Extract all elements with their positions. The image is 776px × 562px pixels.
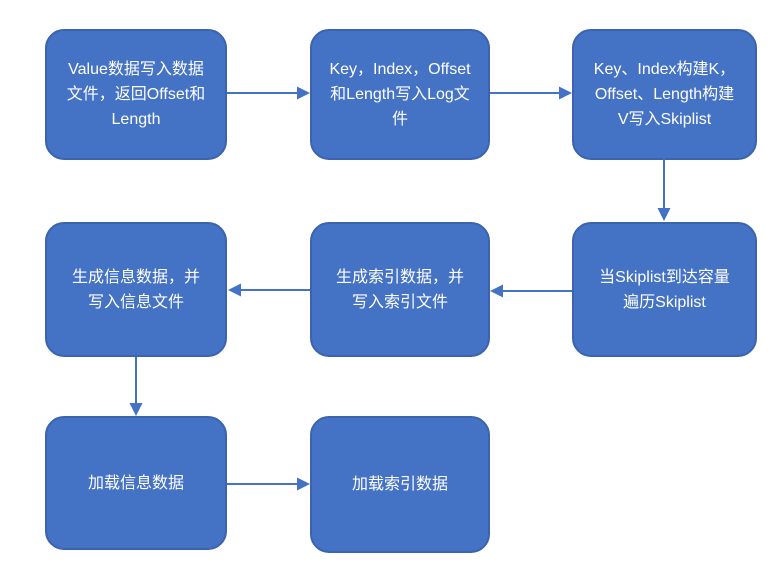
node-text-line: 加载信息数据 xyxy=(87,474,184,492)
arrow-node6-to-node7 xyxy=(129,357,143,416)
node-text-line: Offset、Length构建 xyxy=(594,86,735,103)
node-text-line: 和Length写入Log文 xyxy=(330,86,470,103)
flow-node-generate-index-data: 生成索引数据，并 写入索引文件 xyxy=(310,222,490,357)
node-text-line: 生成信息数据，并 xyxy=(71,268,200,286)
node-text-line: V写入Skiplist xyxy=(617,111,712,128)
node-text-line: 写入索引文件 xyxy=(351,293,448,311)
arrow-node1-to-node2 xyxy=(227,86,310,100)
flow-node-skiplist-capacity-traverse: 当Skiplist到达容量 遍历Skiplist xyxy=(572,222,757,357)
node-text-line: 生成索引数据，并 xyxy=(335,268,464,286)
node-text-line: Value数据写入数据 xyxy=(68,61,204,78)
arrow-node2-to-node3 xyxy=(490,86,572,100)
node-text-line: Length xyxy=(111,111,161,128)
flow-node-load-info-data: 加载信息数据 xyxy=(45,416,227,550)
node-text-line: 件 xyxy=(391,111,408,128)
node-text-line: Key、Index构建K， xyxy=(593,61,736,78)
node-text-line: 当Skiplist到达容量 xyxy=(599,268,730,286)
arrow-node4-to-node5 xyxy=(490,284,572,298)
flow-node-load-index-data: 加载索引数据 xyxy=(310,416,490,553)
arrow-node5-to-node6 xyxy=(228,283,310,297)
flow-node-write-value-to-data-file: Value数据写入数据 文件，返回Offset和 Length xyxy=(45,29,227,160)
node-text-line: 加载索引数据 xyxy=(351,476,448,493)
node-text-line: Key，Index，Offset xyxy=(329,61,471,78)
node-text-line: 遍历Skiplist xyxy=(623,293,706,311)
flow-node-write-log-file: Key，Index，Offset 和Length写入Log文 件 xyxy=(310,29,490,160)
node-text-line: 写入信息文件 xyxy=(87,293,184,311)
flow-node-generate-info-data: 生成信息数据，并 写入信息文件 xyxy=(45,222,227,357)
flow-node-build-kv-write-skiplist: Key、Index构建K， Offset、Length构建 V写入Skiplis… xyxy=(572,29,757,160)
node-text-line: 文件，返回Offset和 xyxy=(66,86,206,103)
arrow-node3-to-node4 xyxy=(657,158,671,221)
arrow-node7-to-node8 xyxy=(227,477,310,491)
